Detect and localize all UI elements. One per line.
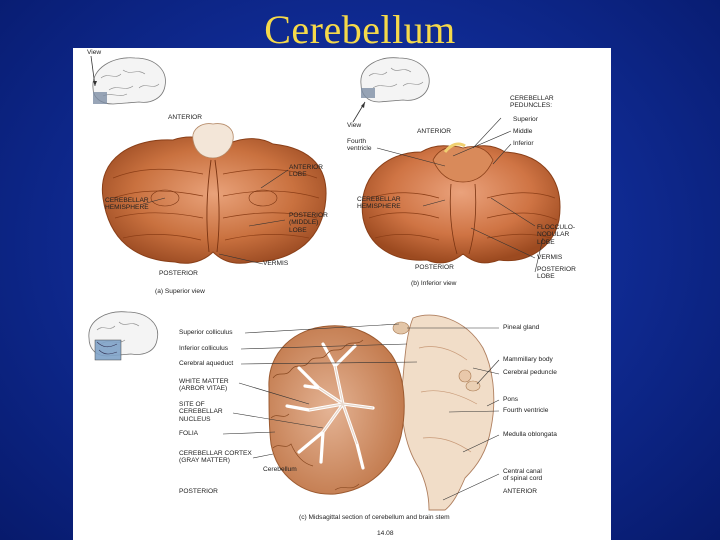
caption-b: (b) Inferior view: [411, 280, 457, 287]
label-pons: Pons: [503, 396, 519, 403]
label-posterior-a: POSTERIOR: [159, 270, 198, 277]
figure-panel: View ANTERIOR ANTERIOR LOBE CEREBELLAR H…: [73, 48, 611, 540]
label-inferior-colliculus: Inferior colliculus: [179, 345, 229, 352]
label-cerebellum: Cerebellum: [263, 466, 297, 473]
label-fourth-ventricle-c: Fourth ventricle: [503, 407, 549, 414]
label-flocculonodular-lobe: FLOCCULO- NODULAR LOBE: [537, 224, 576, 246]
label-central-canal: Central canal of spinal cord: [503, 468, 543, 483]
label-cerebellar-hemisphere-b: CEREBELLAR HEMISPHERE: [357, 196, 401, 211]
label-anterior-lobe: ANTERIOR LOBE: [289, 164, 324, 179]
label-posterior-b: POSTERIOR: [415, 264, 454, 271]
label-anterior-b: ANTERIOR: [417, 128, 452, 135]
label-inferior-peduncle: Inferior: [513, 140, 534, 147]
brain-orientation-icon-b: [352, 57, 430, 123]
label-medulla-oblongata: Medulla oblongata: [503, 431, 557, 438]
label-posterior-c: POSTERIOR: [179, 488, 218, 495]
label-anterior-c: ANTERIOR: [503, 488, 538, 495]
label-posterior-lobe-b: POSTERIOR LOBE: [537, 266, 576, 281]
label-white-matter: WHITE MATTER (ARBOR VITAE): [179, 378, 229, 393]
label-cerebellar-cortex: CEREBELLAR CORTEX (GRAY MATTER): [179, 450, 252, 465]
label-view-b: View: [347, 122, 362, 129]
label-superior-peduncle: Superior: [513, 116, 538, 123]
cerebellum-inferior-view: [361, 142, 561, 264]
label-folia: FOLIA: [179, 430, 199, 437]
cerebellum-superior-view: [101, 123, 327, 264]
midsagittal-section: [268, 314, 495, 511]
label-cerebellar-peduncles: CEREBELLAR PEDUNCLES:: [510, 95, 554, 110]
label-mammillary-body: Mammillary body: [503, 356, 553, 363]
label-cerebellar-hemisphere-a: CEREBELLAR HEMISPHERE: [105, 197, 149, 212]
label-view-a: View: [87, 49, 102, 56]
label-posterior-middle-lobe: POSTERIOR (MIDDLE) LOBE: [289, 212, 328, 234]
label-vermis-b: VERMIS: [537, 254, 563, 261]
label-superior-colliculus: Superior colliculus: [179, 329, 233, 336]
brain-orientation-icon-a: [90, 55, 166, 105]
label-anterior-a: ANTERIOR: [168, 114, 203, 121]
label-vermis-a: VERMIS: [263, 260, 289, 267]
label-middle-peduncle: Middle: [513, 128, 533, 135]
label-fourth-ventricle-b: Fourth ventricle: [347, 138, 372, 153]
label-pineal-gland: Pineal gland: [503, 324, 540, 331]
brain-orientation-icon-c: [88, 311, 159, 361]
label-site-of-nucleus: SITE OF CEREBELLAR NUCLEUS: [179, 401, 223, 423]
figure-number: 14.08: [377, 530, 394, 537]
label-cerebral-peduncle: Cerebral peduncle: [503, 369, 557, 376]
label-cerebral-aqueduct: Cerebral aqueduct: [179, 360, 234, 367]
cerebellum-illustration: [88, 55, 561, 511]
caption-a: (a) Superior view: [155, 288, 205, 295]
caption-c: (c) Midsagittal section of cerebellum an…: [299, 514, 450, 521]
slide-title: Cerebellum: [264, 7, 456, 52]
leader-lines: [142, 117, 544, 501]
